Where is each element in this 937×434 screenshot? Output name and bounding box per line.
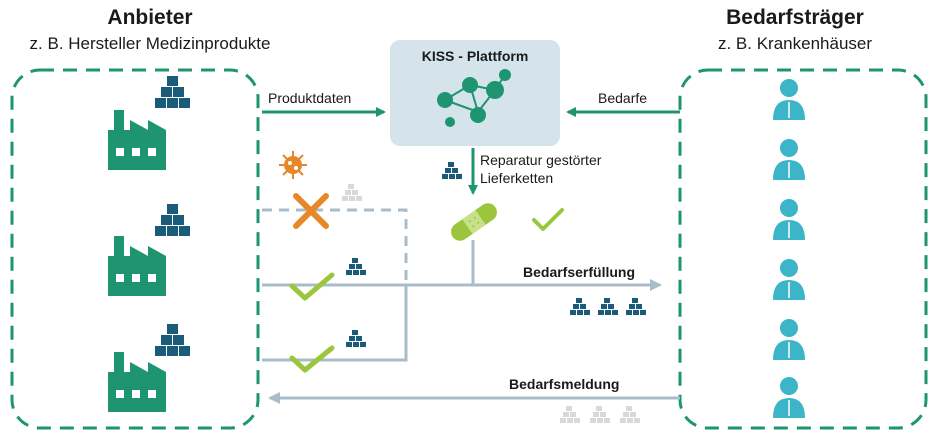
bandage-icon: [451, 203, 497, 241]
check-icon-1: [289, 272, 335, 301]
boxes-grey-icon-1: [342, 184, 362, 201]
doctor-icon-3: [772, 258, 806, 301]
boxes-icon-3: [155, 324, 190, 356]
product-data-label: Produktdaten: [268, 90, 352, 106]
cross-icon: [293, 193, 329, 229]
platform-title: KISS - Plattform: [421, 48, 529, 64]
demand-title: Bedarfsträger: [726, 6, 864, 29]
demand-subtitle: z. B. Krankenhäuser: [717, 34, 873, 53]
factory-icon-1: [108, 110, 166, 170]
boxes-grey-icon-3: [590, 406, 610, 423]
repair-label-2: Lieferketten: [480, 170, 554, 186]
doctor-icon-4: [772, 376, 806, 419]
boxes-icon-1: [155, 76, 190, 108]
check-icon-2: [289, 345, 335, 373]
boxes-icon-route-3: [346, 330, 366, 347]
nurse-icon-2: [772, 318, 806, 361]
repair-label: Reparatur gestörter: [480, 152, 602, 168]
boxes-icon-fulfill-2: [598, 298, 618, 315]
provider-container: [10, 68, 260, 430]
boxes-icon-fulfill-3: [626, 298, 646, 315]
boxes-grey-icon-4: [620, 406, 640, 423]
boxes-icon-route-2: [346, 258, 366, 275]
needs-label: Bedarfe: [598, 90, 648, 106]
network-icon: [437, 69, 511, 127]
boxes-icon-fulfill-1: [570, 298, 590, 315]
doctor-icon-1: [772, 78, 806, 121]
doctor-icon-2: [772, 198, 806, 241]
factory-icon-3: [108, 352, 166, 412]
reporting-label: Bedarfsmeldung: [509, 376, 620, 392]
boxes-grey-icon-2: [560, 406, 580, 423]
route-3: [262, 285, 408, 362]
provider-subtitle: z. B. Hersteller Medizinprodukte: [29, 34, 271, 53]
check-icon-3: [532, 208, 564, 231]
boxes-icon-2: [155, 204, 190, 236]
nurse-icon-1: [772, 138, 806, 181]
disrupted-route: [262, 208, 408, 285]
platform-box: [390, 40, 560, 146]
provider-title: Anbieter: [107, 6, 193, 29]
factory-icon-2: [108, 236, 166, 296]
fulfillment-label: Bedarfserfüllung: [523, 264, 636, 280]
demand-container: [678, 68, 928, 430]
virus-icon: [279, 151, 307, 179]
boxes-icon-platform: [442, 162, 462, 179]
